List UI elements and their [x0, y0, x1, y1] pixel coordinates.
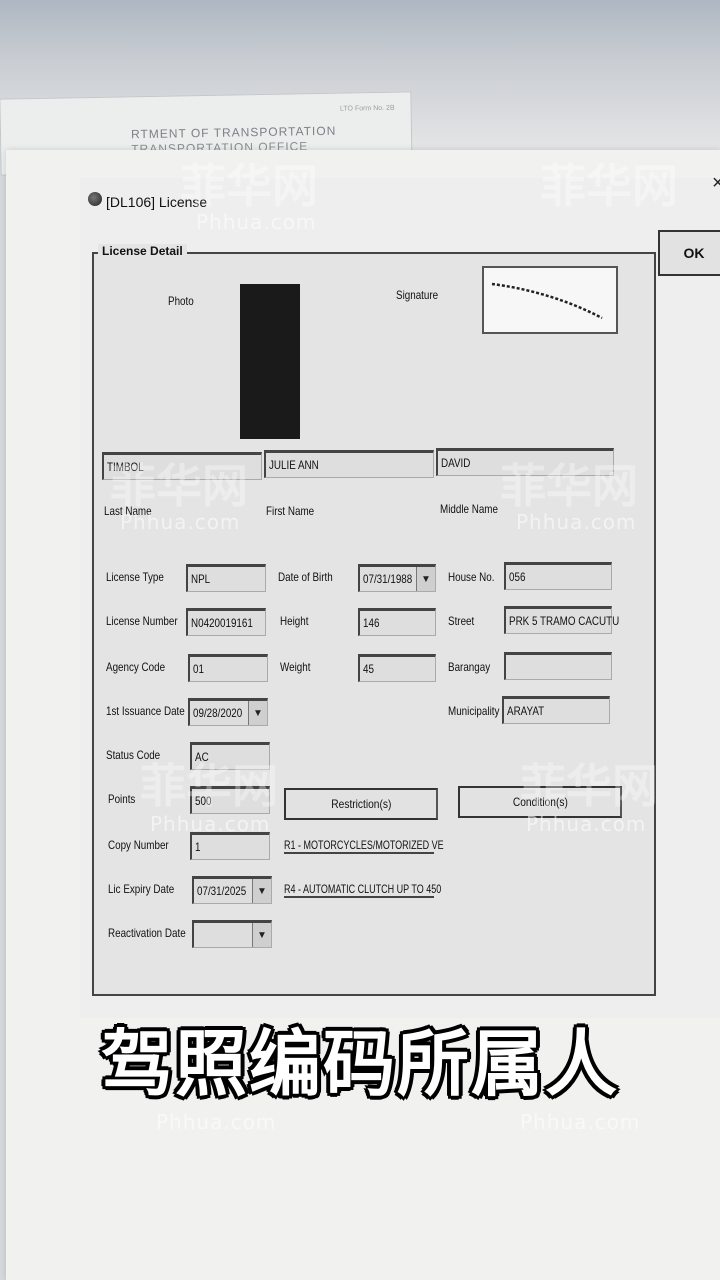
barangay-label: Barangay — [448, 660, 491, 674]
watermark-cn-3: 菲华网 — [110, 459, 248, 513]
restriction-item-r1[interactable]: R1 - MOTORCYCLES/MOTORIZED VE — [284, 838, 444, 854]
photo-image — [240, 284, 300, 439]
watermark-en-1: Phhua.com — [196, 210, 317, 234]
reactivation-dropdown[interactable]: ▼ — [192, 920, 272, 948]
first-issuance-label: 1st Issuance Date — [106, 704, 185, 718]
watermark-en-6: Phhua.com — [526, 812, 647, 836]
first-name-label: First Name — [266, 504, 315, 518]
signature-label: Signature — [396, 288, 439, 302]
first-issuance-dropdown[interactable]: 09/28/2020▼ — [188, 698, 268, 726]
license-type-field[interactable]: NPL — [186, 564, 266, 592]
watermark-cn-4: 菲华网 — [500, 459, 638, 513]
license-detail-group: License Detail Photo Signature TIMBOL JU… — [92, 244, 656, 996]
watermark-cn-1: 菲华网 — [180, 159, 318, 213]
watermark-cn-5: 菲华网 — [140, 759, 278, 813]
first-name-field[interactable]: JULIE ANN — [264, 450, 434, 478]
group-label: License Detail — [98, 244, 187, 258]
caption-overlay: 驾照编码所属人 — [100, 1022, 619, 1106]
app-icon — [88, 192, 102, 206]
title-bar: [DL106] License × — [80, 172, 720, 218]
license-number-label: License Number — [106, 614, 178, 628]
copy-number-field[interactable]: 1 — [190, 832, 270, 860]
signature-image — [482, 266, 618, 334]
chevron-down-icon[interactable]: ▼ — [416, 567, 435, 591]
photo-label: Photo — [168, 294, 194, 308]
dob-dropdown[interactable]: 07/31/1988▼ — [358, 564, 436, 592]
watermark-cn-6: 菲华网 — [520, 759, 658, 813]
watermark-en-7: Phhua.com — [156, 1110, 277, 1134]
watermark-en-3: Phhua.com — [120, 510, 241, 534]
restrictions-button[interactable]: Restriction(s) — [284, 788, 438, 820]
close-icon[interactable]: × — [712, 172, 720, 194]
municipality-field[interactable]: ARAYAT — [502, 696, 610, 724]
license-number-field[interactable]: N0420019161 — [186, 608, 266, 636]
watermark-en-4: Phhua.com — [516, 510, 637, 534]
watermark-en-8: Phhua.com — [520, 1110, 641, 1134]
municipality-label: Municipality — [448, 704, 500, 718]
middle-name-label: Middle Name — [440, 502, 498, 516]
chevron-down-icon[interactable]: ▼ — [252, 923, 271, 947]
height-label: Height — [280, 614, 309, 628]
barangay-field[interactable] — [504, 652, 612, 680]
street-label: Street — [448, 614, 475, 628]
expiry-dropdown[interactable]: 07/31/2025▼ — [192, 876, 272, 904]
chevron-down-icon[interactable]: ▼ — [248, 701, 267, 725]
reactivation-label: Reactivation Date — [108, 926, 186, 940]
points-label: Points — [108, 792, 136, 806]
conditions-button[interactable]: Condition(s) — [458, 786, 622, 818]
watermark-en-5: Phhua.com — [150, 812, 271, 836]
license-type-label: License Type — [106, 570, 164, 584]
last-name-label: Last Name — [104, 504, 152, 518]
copy-number-label: Copy Number — [108, 838, 169, 852]
chevron-down-icon[interactable]: ▼ — [252, 879, 271, 903]
ok-button[interactable]: OK — [658, 230, 720, 276]
house-number-field[interactable]: 056 — [504, 562, 612, 590]
restriction-item-r4[interactable]: R4 - AUTOMATIC CLUTCH UP TO 450 — [284, 882, 442, 898]
card-form-number: LTO Form No. 2B — [339, 104, 395, 113]
status-code-label: Status Code — [106, 748, 161, 762]
agency-code-field[interactable]: 01 — [188, 654, 268, 682]
dob-label: Date of Birth — [278, 570, 333, 584]
watermark-cn-2: 菲华网 — [540, 159, 678, 213]
window-title: [DL106] License — [106, 194, 208, 210]
expiry-label: Lic Expiry Date — [108, 882, 175, 896]
agency-code-label: Agency Code — [106, 660, 166, 674]
weight-label: Weight — [280, 660, 311, 674]
house-number-label: House No. — [448, 570, 495, 584]
status-code-field[interactable]: AC — [190, 742, 270, 770]
points-field[interactable]: 500 — [190, 786, 270, 814]
weight-field[interactable]: 45 — [358, 654, 436, 682]
license-window: [DL106] License × OK License Detail Phot… — [80, 172, 720, 1018]
middle-name-field[interactable]: DAVID — [436, 448, 614, 476]
last-name-field[interactable]: TIMBOL — [102, 452, 262, 480]
street-field[interactable]: PRK 5 TRAMO CACUTU — [504, 606, 619, 634]
height-field[interactable]: 146 — [358, 608, 436, 636]
